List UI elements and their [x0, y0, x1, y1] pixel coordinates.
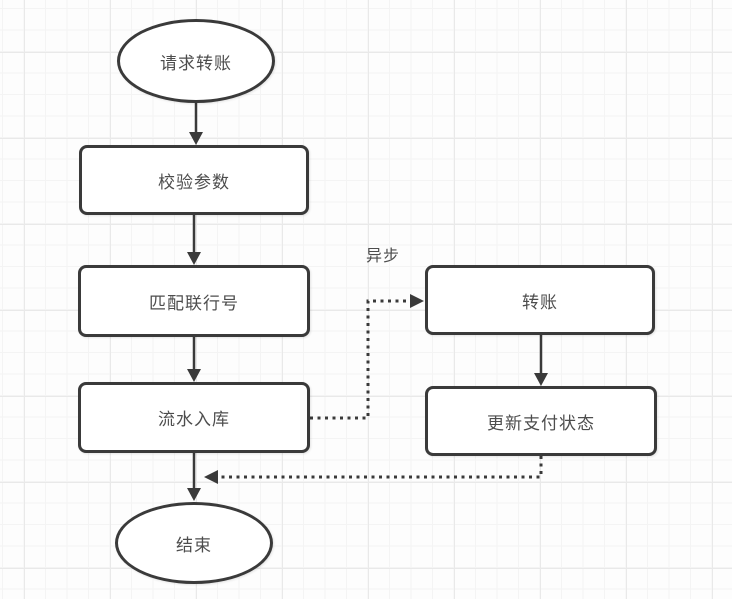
- arrow-down-icon: [187, 488, 201, 501]
- edge-start-validate: [189, 103, 203, 145]
- node-update-payment-status-label: 更新支付状态: [487, 413, 595, 433]
- edge-validate-match: [187, 215, 201, 265]
- node-match-bank-code-label: 匹配联行号: [149, 293, 239, 313]
- edge-match-store: [187, 337, 201, 382]
- node-update-payment-status: 更新支付状态: [425, 386, 657, 456]
- node-end: 结束: [115, 502, 273, 584]
- node-transfer-label: 转账: [522, 292, 558, 312]
- edge-transfer-update: [534, 335, 548, 386]
- edge-store-transfer-async: [310, 294, 424, 420]
- arrow-down-icon: [187, 369, 201, 382]
- node-validate-params-label: 校验参数: [158, 172, 230, 192]
- edge-store-end: [187, 453, 201, 501]
- arrow-left-icon: [204, 470, 218, 484]
- arrow-down-icon: [534, 373, 548, 386]
- node-match-bank-code: 匹配联行号: [78, 265, 310, 337]
- arrow-right-icon: [410, 294, 424, 308]
- node-start: 请求转账: [117, 19, 275, 103]
- node-store-record-label: 流水入库: [158, 410, 230, 429]
- node-transfer: 转账: [425, 265, 655, 335]
- edge-update-end: [204, 456, 543, 484]
- node-end-label: 结束: [176, 535, 212, 555]
- node-start-label: 请求转账: [160, 53, 232, 73]
- arrow-down-icon: [187, 252, 201, 265]
- edge-label-async: 异步: [366, 248, 401, 265]
- node-validate-params: 校验参数: [79, 145, 309, 215]
- arrow-down-icon: [189, 132, 203, 145]
- node-store-record: 流水入库: [78, 382, 310, 453]
